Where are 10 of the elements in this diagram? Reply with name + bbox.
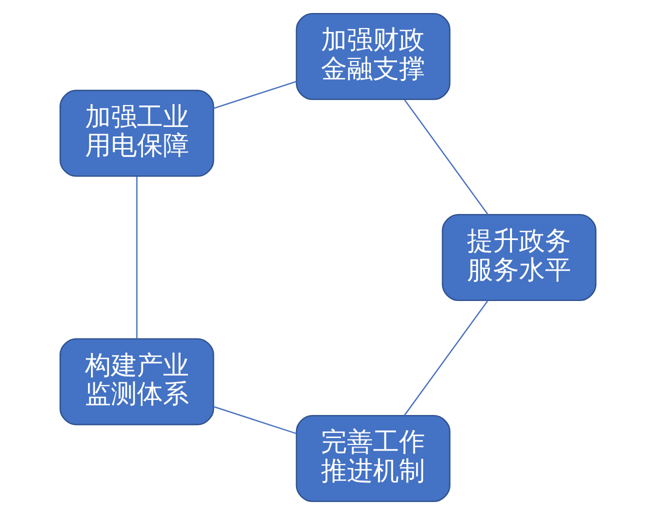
connector [404,99,488,215]
node-box: 构建产业监测体系 [60,338,214,426]
node-box: 提升政务服务水平 [442,214,596,302]
connector [213,80,297,109]
node-box: 加强工业用电保障 [60,90,214,177]
node-box: 加强财政金融支撑 [296,13,450,100]
connector [404,300,488,416]
connector [136,176,138,338]
connector [213,406,297,434]
node-box: 完善工作推进机制 [296,414,450,502]
